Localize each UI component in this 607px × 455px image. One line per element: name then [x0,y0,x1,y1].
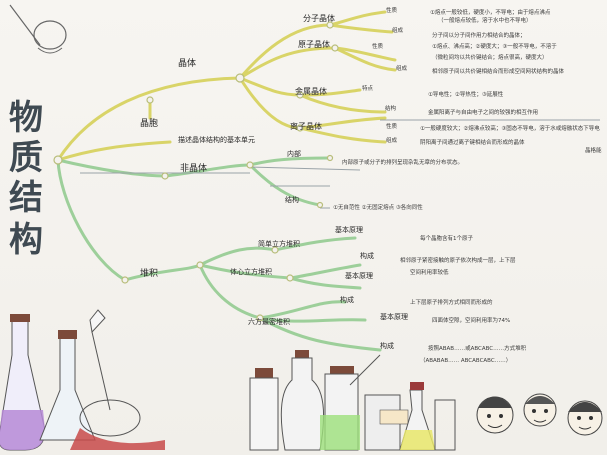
metal-structure: 结构 [385,106,397,112]
title-char-4: 构 [9,220,43,260]
hcp-label: 六方最密堆积 [248,318,290,326]
stacking-label: 堆积 [140,269,159,279]
unit-cell-label: 晶胞 [140,119,159,129]
crystal-note-4: ①熔点、沸点高；②硬度大；③一般不导电，不溶于 [432,44,557,50]
simple-basic-principle: 基本原理 [335,226,363,234]
ionic-crystal-label: 离子晶体 [290,122,322,131]
mol-properties: 性质 [386,8,398,14]
stacking-note-1: 每个晶胞含有1个原子 [420,236,473,242]
crystal-note-7: ①导电性；②导热性；③延展性 [428,92,504,98]
crystal-note-2: （一般熔点较低，溶于水中也不导电） [438,18,532,24]
flask-icon [0,309,165,451]
molecular-crystal-label: 分子晶体 [303,14,335,23]
underlines [80,119,600,209]
metal-features: 特点 [362,86,374,92]
title-char-3: 结 [9,178,43,218]
bcc-label: 体心立方堆积 [230,268,272,276]
simple-cubic-label: 简单立方堆积 [258,240,300,248]
stacking-note-5: 四面体空隙，空间利用率为74% [432,318,511,324]
title-char-2: 质 [9,138,43,178]
noncrystal-internal-note: 内部原子或分子的排列呈现杂乱无章的分布状态。 [342,160,464,166]
crystal-note-1: ①熔点一般较低，硬度小，不导电；由于熔点沸点 [430,10,551,16]
bcc-basic-principle: 基本原理 [345,272,373,280]
crystal-note-6: 相邻原子间以共价键相结合而形成空间网状结构的晶体 [432,69,565,75]
crystal-note-8: 金属阳离子与自由电子之间的较强的相互作用 [428,110,539,116]
atom-composition: 组成 [396,66,408,72]
atomic-crystal-label: 原子晶体 [298,40,330,49]
atom-properties: 性质 [372,44,384,50]
noncrystal-structure: 结构 [285,196,299,204]
stacking-note-3: 空间利用率较低 [410,270,449,276]
stacking-note-7: （ABABAB…… ABCABCABC……） [420,358,512,364]
ionic-properties: 性质 [386,124,398,130]
cartoon-face-icon [476,393,603,436]
crystal-note-9: ①一般硬度较大；②熔沸点较高；③固态不导电，溶于水或熔融状态下导电 [420,126,600,132]
stacking-note-6: 按照ABAB……或ABCABC……方式堆积 [428,346,527,352]
crystal-note-10: 阴阳离子间通过离子键相结合而形成的晶体 [420,140,525,146]
crystal-note-3: 分子间以分子间作用力相结合的晶体； [432,33,526,39]
noncrystal-internal: 内部 [287,150,301,158]
metallic-crystal-label: 金属晶体 [295,87,327,96]
close-pack-composition: 构成 [380,342,394,350]
hcp-composition: 构成 [340,296,354,304]
mol-composition: 组成 [392,28,404,34]
unit-cell-definition: 描述晶体结构的基本单元 [178,136,255,144]
title-char-1: 物 [9,98,43,138]
branch-nodes [53,21,339,322]
noncrystal-label: 非晶体 [180,164,208,174]
bcc-composition: 构成 [360,252,374,260]
noncrystal-structure-note: ①无自范性 ②无固定熔点 ③各向同性 [333,205,423,211]
stacking-note-4: 上下层原子排列方式相同而形成的 [410,300,493,306]
hcp-basic-principle: 基本原理 [380,313,408,321]
crystal-note-5: （微粒间均以共价键结合；熔点很高，硬度大） [432,55,548,61]
crystal-branches [56,10,397,162]
stacking-note-2: 相邻原子紧密接触的原子依次构成一层，上下层 [400,258,516,264]
crystal-label: 晶体 [178,59,197,69]
side-note: 晶格能 [585,148,602,154]
ionic-composition: 组成 [386,138,398,144]
green-branches [56,156,382,352]
test-tube-icon [9,4,67,54]
beaker-icon [249,350,456,451]
